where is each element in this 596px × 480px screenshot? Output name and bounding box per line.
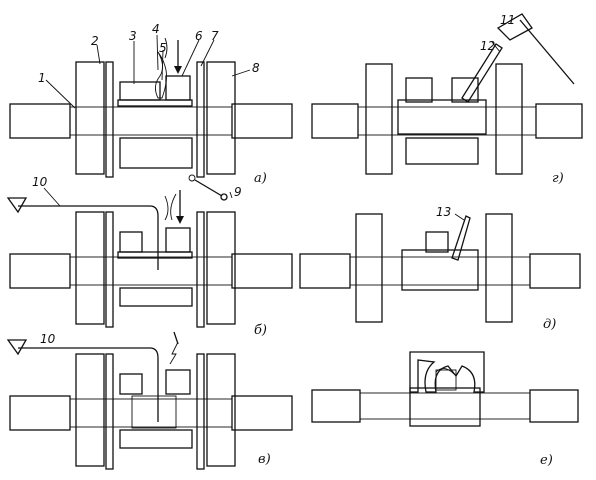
callout-10-bottom: 10 [40, 332, 56, 346]
callout-11: 11 [500, 13, 515, 27]
callout-13: 13 [436, 205, 451, 219]
panel-letter-g: г) [552, 171, 564, 186]
callout-2: 2 [91, 34, 99, 48]
panel-letter-v: в) [258, 452, 271, 467]
callout-9: 9 [234, 185, 242, 199]
callout-7: 7 [211, 29, 219, 43]
panel-b [6, 187, 293, 328]
panel-letter-a: а) [254, 171, 267, 186]
callout-4: 4 [152, 22, 160, 36]
panel-d [299, 213, 581, 323]
panel-letter-e: е) [540, 453, 553, 468]
panel-a [9, 34, 293, 201]
panel-v [6, 331, 293, 470]
panel-g [311, 13, 583, 175]
callout-10-top: 10 [32, 175, 48, 189]
callout-1: 1 [38, 71, 46, 85]
callout-5: 5 [159, 41, 167, 55]
panel-letter-d: д) [543, 317, 556, 332]
panel-letter-b: б) [254, 323, 267, 338]
callout-3: 3 [129, 29, 137, 43]
callout-8: 8 [252, 61, 260, 75]
callout-6: 6 [195, 29, 203, 43]
panel-e [311, 351, 579, 427]
callout-12: 12 [480, 39, 495, 53]
